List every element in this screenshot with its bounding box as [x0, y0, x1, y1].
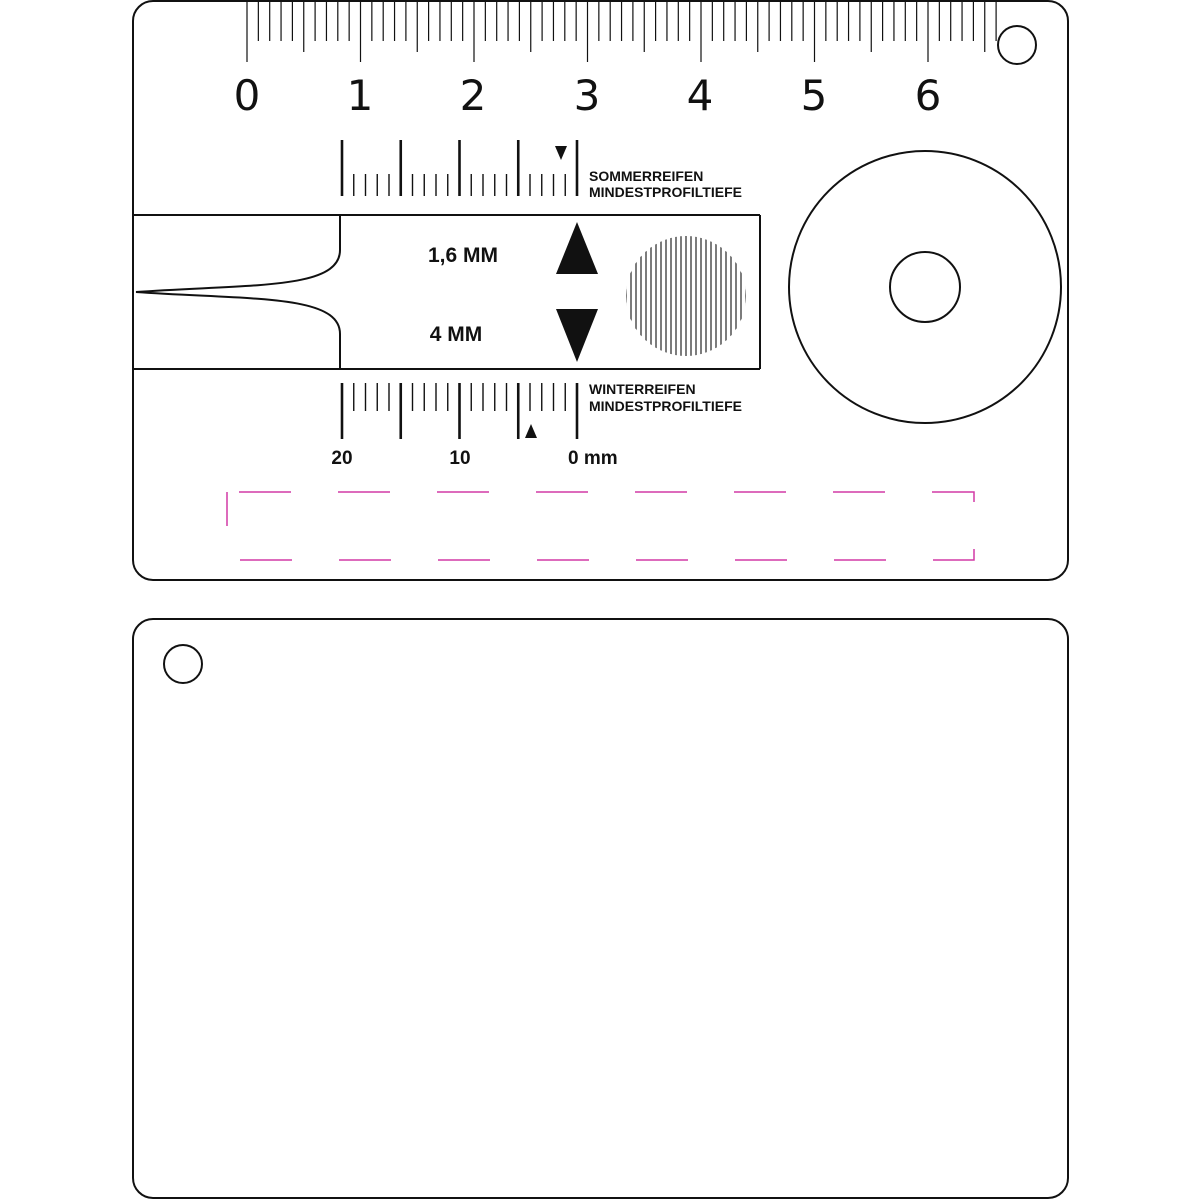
cm-ruler-ticks — [246, 2, 997, 62]
back-keyring-hole — [163, 644, 203, 684]
triangle-down-icon — [556, 309, 598, 362]
tongue-tip-outline — [135, 215, 341, 369]
measuring-slot — [133, 214, 761, 370]
cm-label-3: 3 — [574, 71, 601, 120]
winter-scale-subtitle: MINDESTPROFILTIEFE — [589, 398, 742, 414]
winter-label-0mm: 0 mm — [568, 448, 618, 469]
valve-disk-inner-hole — [889, 251, 961, 323]
cm-label-2: 2 — [460, 71, 487, 120]
cm-label-5: 5 — [801, 71, 828, 120]
winter-label-20: 20 — [331, 448, 352, 469]
cm-ruler: 0 1 2 3 4 5 6 — [234, 2, 997, 120]
back-card — [132, 618, 1069, 1199]
summer-scale-subtitle: MINDESTPROFILTIEFE — [589, 184, 742, 200]
summer-marker-triangle-icon — [555, 146, 567, 160]
cm-ruler-labels: 0 1 2 3 4 5 6 — [234, 71, 942, 120]
front-card: 0 1 2 3 4 5 6 SOMMERREIFEN MINDESTPROFIL… — [132, 0, 1069, 581]
back-card-outline — [132, 618, 1069, 1199]
summer-tread-scale: SOMMERREIFEN MINDESTPROFILTIEFE — [340, 140, 742, 200]
summer-scale-ticks — [340, 140, 579, 196]
winter-scale-ticks — [340, 383, 579, 439]
winter-marker-triangle-icon — [525, 424, 537, 438]
triangle-up-icon — [556, 222, 598, 274]
front-card-outline — [132, 0, 1069, 581]
upper-depth-value: 1,6 MM — [428, 244, 498, 267]
summer-scale-title: SOMMERREIFEN — [589, 168, 703, 184]
valve-disk — [788, 150, 1062, 424]
winter-label-10: 10 — [449, 448, 470, 469]
lower-depth-value: 4 MM — [430, 323, 483, 346]
winter-scale-title: WINTERREIFEN — [589, 381, 696, 397]
front-keyring-hole — [997, 25, 1037, 65]
print-area-dashed-frame — [226, 491, 975, 561]
winter-tread-scale: WINTERREIFEN MINDESTPROFILTIEFE 20 10 0 … — [331, 381, 742, 469]
cm-label-6: 6 — [915, 71, 942, 120]
cm-label-0: 0 — [234, 71, 261, 120]
cm-label-1: 1 — [347, 71, 374, 120]
cm-label-4: 4 — [687, 71, 714, 120]
